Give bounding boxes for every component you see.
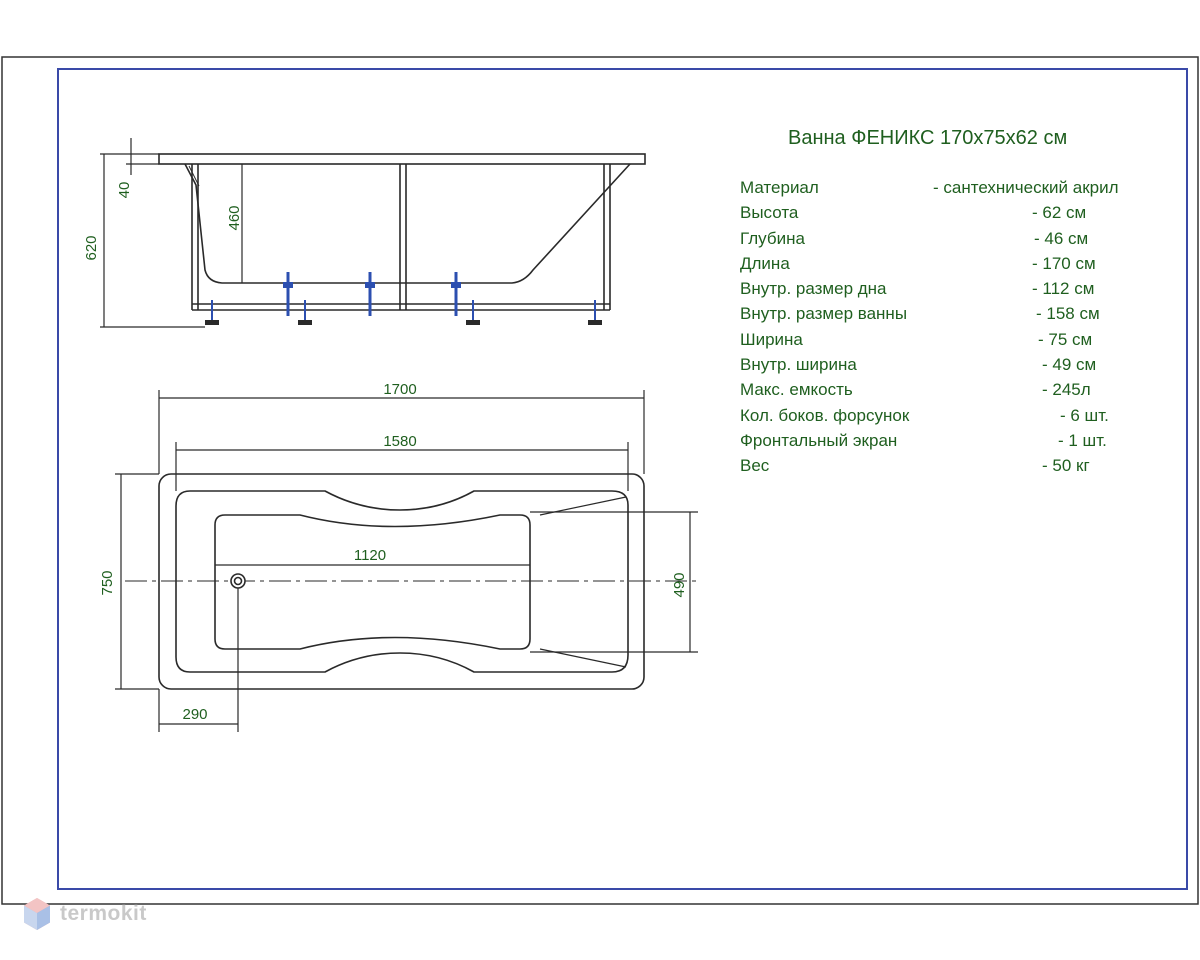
side-view [100, 138, 646, 328]
inner-frame [57, 68, 1188, 890]
spec-label: Высота [740, 203, 799, 223]
spec-row: Глубина - 46 см [740, 229, 1160, 254]
dim-inner-width: 490 [671, 572, 688, 597]
dim-bottom-length: 1120 [354, 547, 386, 564]
spec-value: - 170 см [1032, 253, 1096, 273]
spec-row: Кол. боков. форсунок - 6 шт. [740, 406, 1160, 431]
dim-inner-length: 1580 [383, 433, 416, 450]
spec-row: Внутр. размер ванны - 158 см [740, 304, 1160, 329]
spec-row: Материал - сантехнический акрил [740, 178, 1160, 203]
spec-label: Кол. боков. форсунок [740, 405, 910, 425]
spec-value: - 112 см [1032, 279, 1095, 299]
spec-row: Внутр. ширина - 49 см [740, 355, 1160, 380]
spec-row: Длина - 170 см [740, 254, 1160, 279]
product-title: Ванна ФЕНИКС 170x75x62 см [788, 127, 1068, 149]
spec-value: - сантехнический акрил [933, 178, 1119, 197]
brand-logo: termokit [22, 896, 147, 932]
outer-frame [1, 56, 1199, 905]
spec-label: Внутр. размер дна [740, 279, 887, 299]
spec-row: Внутр. размер дна - 112 см [740, 279, 1160, 304]
spec-row: Ширина - 75 см [740, 330, 1160, 355]
spec-value: - 62 см [1032, 203, 1087, 223]
dim-total-height: 620 [83, 235, 100, 260]
dim-length: 1700 [383, 381, 416, 398]
top-view [115, 390, 700, 732]
spec-row: Вес - 50 кг [740, 456, 1160, 481]
spec-label: Вес [740, 456, 770, 476]
dim-depth: 460 [226, 205, 243, 230]
spec-value: - 158 см [1036, 304, 1100, 324]
spec-label: Материал [740, 178, 819, 197]
spec-value: - 1 шт. [1058, 430, 1107, 450]
spec-row: Фронтальный экран - 1 шт. [740, 431, 1160, 456]
spec-value: - 75 см [1038, 329, 1093, 349]
spec-label: Внутр. размер ванны [740, 304, 908, 324]
spec-label: Ширина [740, 329, 803, 349]
spec-row: Высота - 62 см [740, 203, 1160, 228]
dim-drain-offset: 290 [182, 706, 207, 723]
spec-row: Макс. емкость - 245л [740, 380, 1160, 405]
spec-label: Глубина [740, 228, 805, 248]
spec-value: - 6 шт. [1060, 405, 1109, 425]
spec-label: Внутр. ширина [740, 355, 857, 375]
dim-width: 750 [99, 570, 116, 595]
spec-label: Фронтальный экран [740, 430, 898, 450]
dim-rim: 40 [116, 182, 133, 199]
spec-value: - 245л [1042, 380, 1091, 400]
spec-label: Длина [740, 253, 790, 273]
spec-value: - 49 см [1042, 355, 1097, 375]
spec-label: Макс. емкость [740, 380, 853, 400]
hexagon-cube-icon [24, 898, 50, 930]
spec-value: - 50 кг [1042, 456, 1090, 476]
spec-value: - 46 см [1034, 228, 1089, 248]
logo-text: termokit [60, 902, 147, 925]
